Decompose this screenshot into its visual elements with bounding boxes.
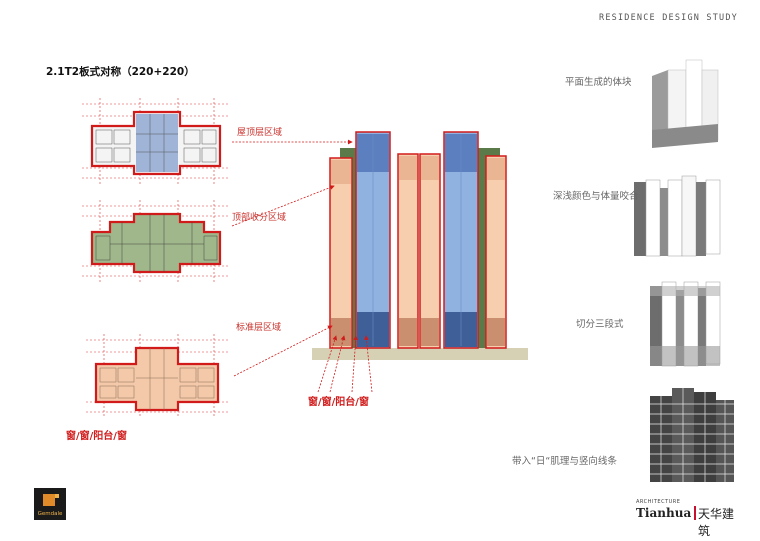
tianhua-logo-en: Tianhua [636, 506, 692, 520]
gemdale-logo-text: Gemdale [37, 511, 63, 517]
elevation-window-label: 窗/窗/阳台/窗 [308, 397, 369, 408]
region-arrows [231, 139, 373, 393]
step-label-2: 深浅颜色与体量咬合 [553, 191, 639, 202]
step-label-3: 切分三段式 [576, 319, 624, 330]
massing-step-4 [650, 388, 734, 482]
tianhua-logo: ARCHITECTURE Tianhua 天华建筑 [636, 499, 742, 538]
tianhua-logo-cn: 天华建筑 [698, 507, 735, 538]
label-roof-region: 屋顶层区域 [237, 128, 283, 138]
step-label-4: 带入“日“肌理与竖向线条 [512, 456, 617, 467]
step-label-1: 平面生成的体块 [565, 77, 632, 88]
section-title: 2.1T2板式对称（220+220） [46, 66, 195, 78]
massing-step-2 [634, 175, 721, 257]
label-standard-region: 标准层区域 [236, 323, 282, 333]
gemdale-logo: Gemdale [34, 488, 66, 520]
plan-standard [86, 334, 230, 418]
header-text: RESIDENCE DESIGN STUDY [599, 13, 738, 23]
tianhua-logo-divider [694, 506, 696, 520]
tianhua-logo-sub: ARCHITECTURE [636, 499, 681, 505]
massing-step-3 [650, 281, 721, 367]
plan-top [82, 200, 230, 282]
label-top-region: 顶部收分区域 [232, 213, 287, 223]
building-elevation [312, 131, 528, 360]
massing-step-1 [652, 59, 719, 148]
plan-window-label: 窗/窗/阳台/窗 [66, 431, 127, 442]
plan-roof [82, 98, 230, 184]
